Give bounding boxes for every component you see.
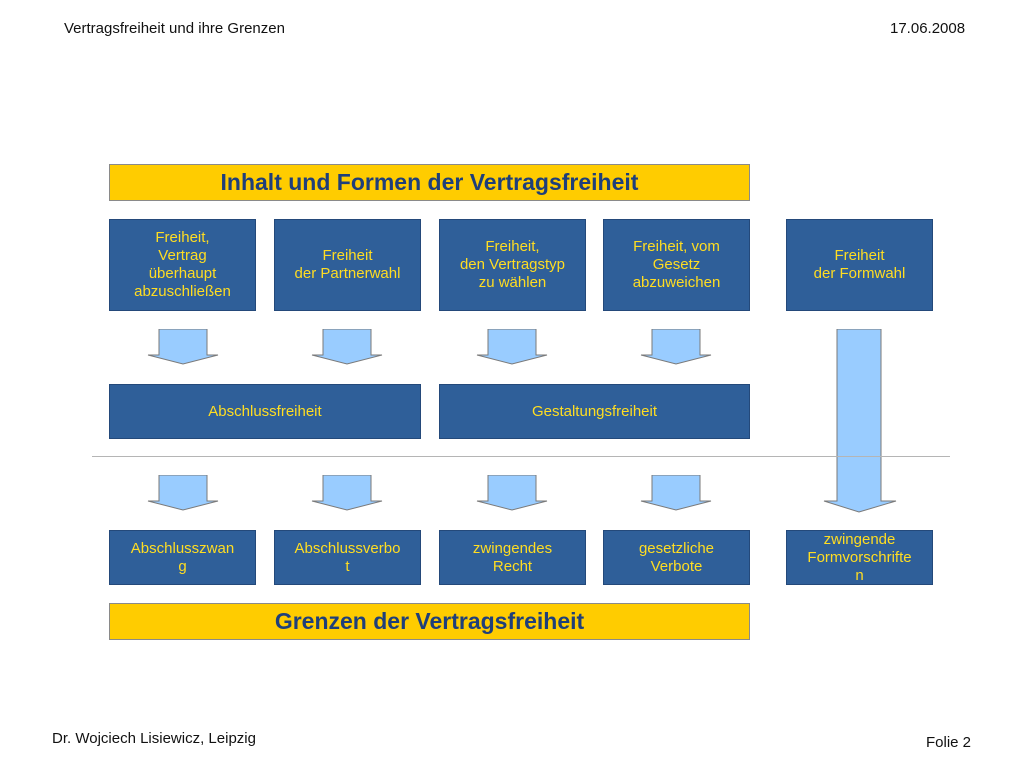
- freedom-box-form: Freiheit der Formwahl: [786, 219, 933, 311]
- down-arrow-5: [147, 475, 219, 511]
- limit-box-formvorschriften: zwingende Formvorschrifte n: [786, 530, 933, 585]
- freedom-box-partner: Freiheit der Partnerwahl: [274, 219, 421, 311]
- down-arrow-4: [640, 329, 712, 365]
- limit-box-abschlusszwang: Abschlusszwan g: [109, 530, 256, 585]
- divider-line: [92, 456, 950, 457]
- down-arrow-6: [311, 475, 383, 511]
- down-arrow-2: [311, 329, 383, 365]
- footer-author: Dr. Wojciech Lisiewicz, Leipzig: [52, 730, 256, 747]
- limit-box-zwingendes-recht: zwingendes Recht: [439, 530, 586, 585]
- header-date: 17.06.2008: [890, 20, 966, 37]
- limit-box-abschlussverbot: Abschlussverbo t: [274, 530, 421, 585]
- freedom-box-contract-type: Freiheit, den Vertragstyp zu wählen: [439, 219, 586, 311]
- down-arrow-3: [476, 329, 548, 365]
- top-banner: Inhalt und Formen der Vertragsfreiheit: [109, 164, 750, 201]
- bottom-banner: Grenzen der Vertragsfreiheit: [109, 603, 750, 640]
- group-box-gestaltungsfreiheit: Gestaltungsfreiheit: [439, 384, 750, 439]
- freedom-box-deviate: Freiheit, vom Gesetz abzuweichen: [603, 219, 750, 311]
- group-box-abschlussfreiheit: Abschlussfreiheit: [109, 384, 421, 439]
- down-arrow-7: [476, 475, 548, 511]
- limit-box-gesetzliche-verbote: gesetzliche Verbote: [603, 530, 750, 585]
- long-down-arrow: [823, 329, 897, 513]
- down-arrow-1: [147, 329, 219, 365]
- footer-slide-number: Folie 2: [926, 734, 972, 751]
- freedom-box-conclude: Freiheit, Vertrag überhaupt abzuschließe…: [109, 219, 256, 311]
- header-title: Vertragsfreiheit und ihre Grenzen: [64, 20, 285, 37]
- down-arrow-8: [640, 475, 712, 511]
